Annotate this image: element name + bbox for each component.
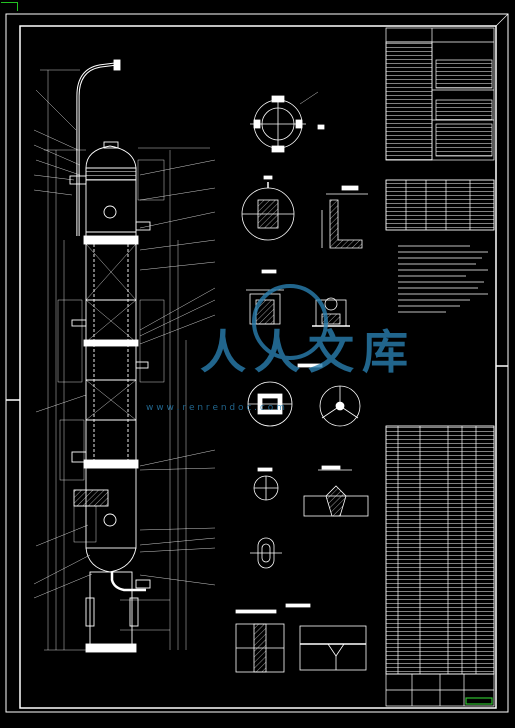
- detail-e: [235, 609, 285, 673]
- tables-column: [385, 27, 495, 707]
- detail-f: [285, 603, 367, 671]
- watermark-logo-text: 人人文库: [200, 325, 416, 379]
- angle-section: [321, 185, 368, 249]
- slot-detail: [250, 537, 282, 569]
- sheet-frame: [5, 13, 509, 713]
- section-view-a: [241, 175, 295, 241]
- plan-view-top: [250, 91, 325, 153]
- flange-detail: [247, 363, 323, 427]
- parts-list-table: [385, 425, 495, 675]
- detail-c: [312, 297, 350, 327]
- nozzle-table: [385, 179, 495, 231]
- dimension-lines-right: [120, 147, 216, 650]
- detail-views: [235, 91, 369, 673]
- handwheel-detail: [319, 385, 361, 427]
- small-section-d: [253, 467, 279, 501]
- dimension-lines-left: [33, 69, 93, 651]
- watermark-url: w w w . r e n r e n d o c . c o m: [146, 403, 285, 413]
- title-block: [385, 673, 495, 707]
- distillation-column: [57, 59, 165, 653]
- technical-characteristics-table: [385, 27, 495, 161]
- watermark: 人人文库 w w w . r e n r e n d o c . c o m: [146, 284, 416, 413]
- corner-marker: [1, 2, 18, 11]
- weld-detail: [303, 465, 369, 517]
- technical-notes: [398, 245, 488, 313]
